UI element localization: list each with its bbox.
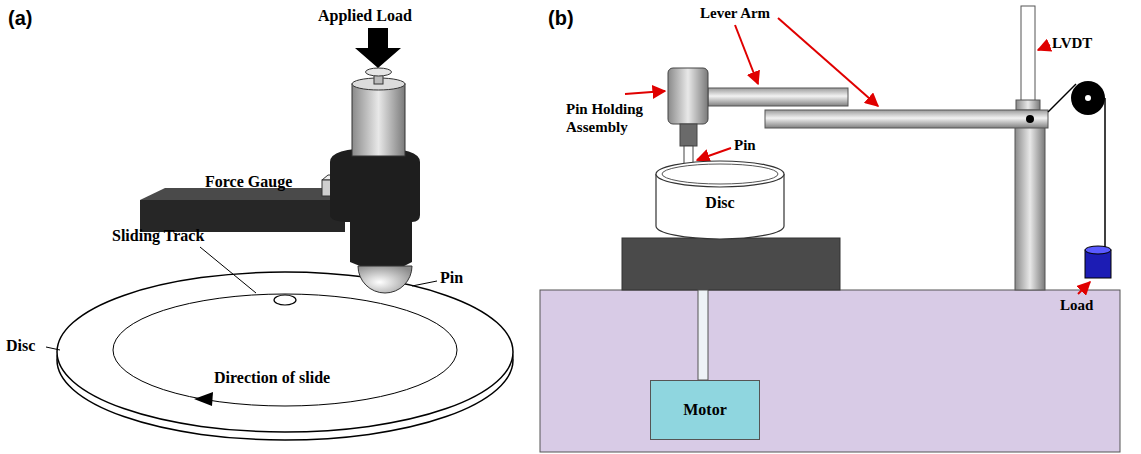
lever-arm xyxy=(765,110,1048,128)
part-label: Disc xyxy=(6,336,35,355)
part-label: Applied Load xyxy=(318,6,412,25)
load-arrow xyxy=(355,28,401,68)
load-weight-top xyxy=(1085,246,1111,254)
callout-arrow xyxy=(625,91,665,94)
load-cylinder xyxy=(352,84,405,156)
shaft xyxy=(698,290,708,380)
part-label: Load xyxy=(1060,296,1093,314)
lvdt-tube xyxy=(1021,6,1035,106)
leader-line xyxy=(200,247,256,293)
callout-arrow xyxy=(1078,282,1090,294)
panel-letter: (b) xyxy=(548,6,574,30)
pin-holder xyxy=(668,68,708,124)
lever-arm xyxy=(708,88,848,106)
part-label: Lever Arm xyxy=(700,4,770,22)
pin-chuck xyxy=(680,124,697,146)
disc-face xyxy=(57,272,513,432)
disc-cylinder: Disc xyxy=(655,160,785,240)
sliding-track xyxy=(113,294,457,406)
callout-arrow xyxy=(697,148,731,160)
part-label: Pin xyxy=(440,268,463,287)
part-label: Pin xyxy=(734,136,756,154)
lvdt-collar xyxy=(1016,100,1040,110)
base xyxy=(540,290,1120,452)
center-hole xyxy=(274,295,296,305)
pulley xyxy=(1071,81,1105,115)
panel-letter: (a) xyxy=(8,6,32,30)
leader-line xyxy=(46,347,60,350)
callout-arrow xyxy=(1038,45,1050,50)
pivot xyxy=(1026,115,1034,123)
node-text: Motor xyxy=(683,401,727,419)
load-plate xyxy=(366,68,392,76)
string xyxy=(1104,98,1106,250)
pin-holder-body xyxy=(330,148,420,270)
pulley-axle xyxy=(1085,95,1091,101)
part-label: Sliding Track xyxy=(112,226,204,245)
callout-arrow xyxy=(735,25,758,84)
direction-label: Direction of slide xyxy=(214,368,330,387)
leader-line xyxy=(412,281,437,286)
part-label: LVDT xyxy=(1052,34,1092,52)
motor-box: Motor xyxy=(650,380,760,440)
part-label: Force Gauge xyxy=(205,172,292,191)
node-text: Disc xyxy=(655,194,785,212)
platform xyxy=(622,238,840,290)
direction-arrowhead xyxy=(194,392,213,406)
cylinder-rim xyxy=(662,164,778,184)
callout-arrow xyxy=(778,18,878,106)
cylinder-top xyxy=(656,161,784,187)
stand-pillar xyxy=(1015,124,1045,290)
part-label: Pin Holding Assembly xyxy=(566,100,662,136)
pin-tip xyxy=(358,266,412,293)
